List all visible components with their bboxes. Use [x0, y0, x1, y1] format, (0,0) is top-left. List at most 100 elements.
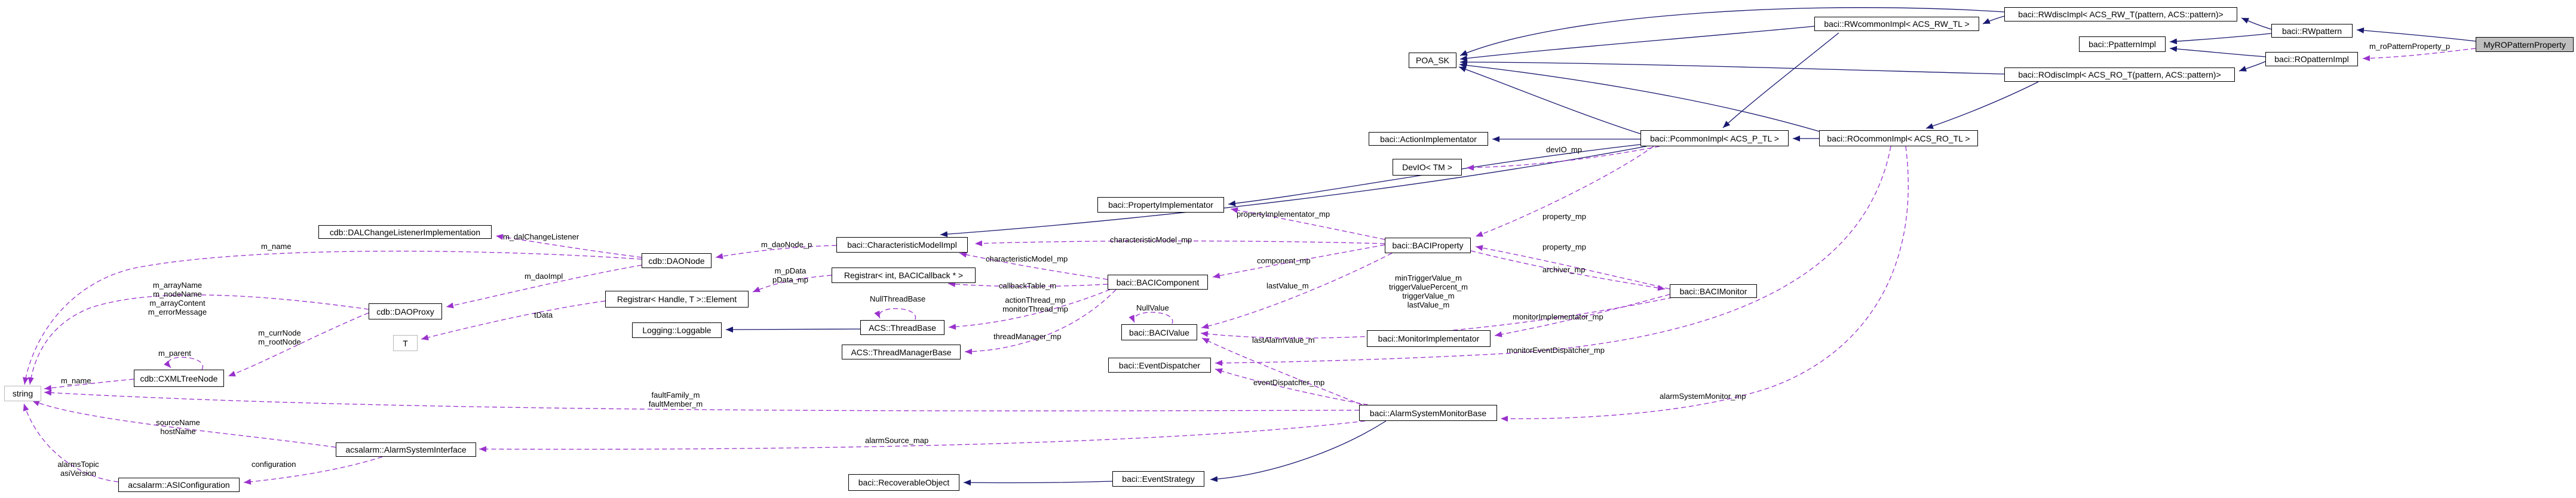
- node-registrar-element[interactable]: Registrar< Handle, T >::Element: [605, 291, 749, 308]
- edge-bacivalue-self: [1128, 312, 1173, 324]
- node-poa-sk[interactable]: POA_SK: [1409, 53, 1456, 68]
- edge-rodisc-rocommon: [1925, 81, 2039, 129]
- edge-asmb-eventdispatcher: [1215, 368, 1369, 405]
- node-monitorimplementator[interactable]: baci::MonitorImplementator: [1367, 330, 1491, 347]
- edge-label: threadManager_mp: [993, 332, 1062, 341]
- node-propertyimplementator[interactable]: baci::PropertyImplementator: [1097, 197, 1224, 213]
- edge-label: alarmSystemMonitor_mp: [1660, 392, 1746, 401]
- edge-rwdisc-poa: [1459, 7, 2005, 56]
- node-rocommonimpl[interactable]: baci::ROcommonImpl< ACS_RO_TL >: [1819, 130, 1978, 146]
- edge-label: m_pData pData_mp: [772, 266, 808, 284]
- edge-label: m_roPatternProperty_p: [2369, 42, 2451, 51]
- edge-label: m_parent: [158, 349, 191, 358]
- edge-label: characteristicModel_mp: [986, 254, 1068, 263]
- node-recoverableobject[interactable]: baci::RecoverableObject: [848, 474, 959, 491]
- edge-baciproperty-charmodel: [974, 240, 1385, 247]
- edge-rwpattern-rwdisc: [2241, 17, 2272, 30]
- edge-label: archiver_mp: [1542, 265, 1586, 274]
- node-pcommonimpl[interactable]: baci::PcommonImpl< ACS_P_TL >: [1640, 130, 1789, 146]
- node-threadbase[interactable]: ACS::ThreadBase: [860, 320, 944, 335]
- node-baciproperty[interactable]: baci::BACIProperty: [1385, 238, 1471, 253]
- edge-bacicomponent-charmodel: [959, 251, 1108, 280]
- edge-label: tData: [534, 311, 553, 319]
- edge-baciproperty-propimpl: [1230, 207, 1385, 240]
- edge-label: callbackTable_m: [999, 281, 1057, 290]
- node-alarmsysteminterface[interactable]: acsalarm::AlarmSystemInterface: [336, 442, 476, 457]
- edge-baciproperty-bacimonitor: [1470, 250, 1666, 291]
- edge-bacimonitor-monitorimpl: [1494, 294, 1670, 337]
- edge-label: faultFamily_m faultMember_m: [648, 391, 703, 408]
- edge-label: monitorEventDispatcher_mp: [1507, 346, 1605, 355]
- edge-label: propertyImplementator_mp: [1237, 210, 1330, 219]
- edge-label: property_mp: [1542, 212, 1586, 221]
- edge-rocommon-asmb: [1500, 146, 1909, 422]
- node-loggable[interactable]: Logging::Loggable: [632, 322, 722, 338]
- node-actionimplementator[interactable]: baci::ActionImplementator: [1369, 132, 1488, 146]
- edge-baciproperty-bacicomponent: [1212, 244, 1385, 279]
- edge-baciproperty-bacivalue: [1201, 253, 1393, 330]
- edge-daonode-daoproxy: [446, 265, 642, 309]
- edge-label: eventDispatcher_mp: [1253, 378, 1325, 387]
- edge-label: lastValue_m: [1266, 281, 1309, 290]
- edge-asi-asiconfig: [243, 456, 383, 485]
- node-rwdiscimpl[interactable]: baci::RWdiscImpl< ACS_RW_T(pattern, ACS:…: [2004, 7, 2237, 21]
- edge-ropattern-ppattern: [2169, 46, 2266, 57]
- node-string[interactable]: string: [4, 386, 41, 401]
- edge-label: m_currNode m_rootNode: [258, 328, 301, 346]
- edge-label: actionThread_mp monitorThread_mp: [1002, 296, 1068, 313]
- edge-label: alarmSource_map: [865, 436, 929, 445]
- edge-pcommon-propimpl: [1228, 144, 1641, 207]
- edge-label: monitorImplementator_mp: [1513, 312, 1603, 321]
- edge-bacimonitor-baciproperty: [1475, 245, 1670, 290]
- node-bacicomponent[interactable]: baci::BACIComponent: [1108, 275, 1208, 290]
- edge-label: m_dalChangeListener: [503, 232, 579, 241]
- node-cxmltreenode[interactable]: cdb::CXMLTreeNode: [134, 370, 224, 387]
- edge-label: configuration: [252, 460, 296, 469]
- node-rodiscimpl[interactable]: baci::ROdiscImpl< ACS_RO_T(pattern, ACS:…: [2004, 67, 2235, 82]
- node-rwcommonimpl[interactable]: baci::RWcommonImpl< ACS_RW_TL >: [1814, 17, 1979, 31]
- edge-label: alarmsTopic asiVersion: [57, 460, 99, 478]
- node-asiconfiguration[interactable]: acsalarm::ASIConfiguration: [118, 478, 240, 492]
- node-ppatternimpl[interactable]: baci::PpatternImpl: [2079, 36, 2166, 52]
- edge-bacicomponent-registrar: [947, 281, 1108, 287]
- edge-label: property_mp: [1542, 242, 1586, 251]
- edge-label: m_name: [261, 242, 292, 251]
- edge-label: sourceName hostName: [156, 418, 200, 436]
- node-alarmsystemmonitorbase[interactable]: baci::AlarmSystemMonitorBase: [1359, 405, 1497, 421]
- node-dalchangelistener[interactable]: cdb::DALChangeListenerImplementation: [318, 225, 492, 239]
- edge-cxml-self: [164, 356, 204, 370]
- edge-rodisc-poa: [1459, 59, 2005, 75]
- node-rwpattern[interactable]: baci::RWpattern: [2271, 24, 2353, 38]
- edge-label: characteristicModel_mp: [1110, 235, 1192, 244]
- edge-label: NullThreadBase: [870, 294, 926, 303]
- node-characteristicmodelimpl[interactable]: baci::CharacteristicModelImpl: [836, 237, 968, 253]
- node-daoproxy[interactable]: cdb::DAOProxy: [369, 303, 442, 319]
- node-threadmanagerbase[interactable]: ACS::ThreadManagerBase: [842, 345, 961, 359]
- node-eventstrategy[interactable]: baci::EventStrategy: [1112, 471, 1204, 487]
- edge-threadbase-self: [874, 308, 916, 320]
- edge-label: lastAlarmValue_m: [1252, 336, 1315, 345]
- node-bacimonitor[interactable]: baci::BACIMonitor: [1670, 284, 1757, 298]
- node-eventdispatcher[interactable]: baci::EventDispatcher: [1108, 358, 1211, 373]
- edge-rwpattern-ppattern: [2169, 33, 2272, 45]
- edge-rwcommon-poa: [1459, 26, 1815, 62]
- edge-label: devIO_mp: [1546, 145, 1582, 154]
- edge-pcommon-devio: [1466, 146, 1660, 171]
- node-daonode[interactable]: cdb::DAONode: [642, 253, 712, 268]
- edge-ropattern-rodisc: [2238, 61, 2266, 72]
- edge-pcommon-poa: [1458, 66, 1641, 134]
- node-registrar-int[interactable]: Registrar< int, BACICallback * >: [832, 268, 976, 283]
- node-devio[interactable]: DevIO< TM >: [1393, 159, 1462, 176]
- edge-asmb-eventstrategy: [1210, 420, 1387, 482]
- node-t[interactable]: T: [393, 335, 418, 351]
- edge-rwcommon-pcommon: [1722, 32, 1839, 128]
- edge-label: minTriggerValue_m triggerValuePercent_m …: [1389, 273, 1468, 309]
- node-ropatternimpl[interactable]: baci::ROpatternImpl: [2265, 52, 2358, 66]
- edge-element-t: [421, 300, 606, 340]
- edge-daonode-string: [23, 250, 642, 385]
- edge-label: m_daoNode_p: [761, 240, 812, 249]
- edge-label: m_daoImpl: [525, 272, 563, 281]
- node-bacivalue[interactable]: baci::BACIValue: [1121, 324, 1197, 340]
